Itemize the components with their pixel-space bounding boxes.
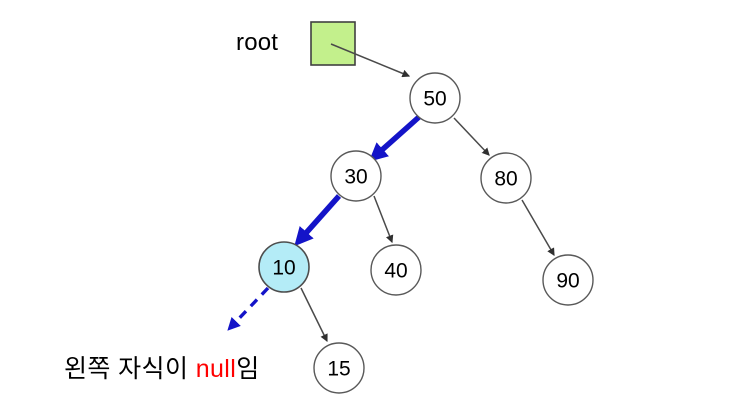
node-80-label: 80 xyxy=(494,168,517,191)
root-label: root xyxy=(236,29,279,56)
edge-10-to-null xyxy=(227,286,270,331)
node-90[interactable]: 90 xyxy=(542,254,594,306)
edge-30-to-40 xyxy=(373,195,394,244)
node-90-label: 90 xyxy=(556,270,579,293)
node-50[interactable]: 50 xyxy=(409,72,461,124)
caption-null-word: null xyxy=(195,355,237,383)
edge-30-to-10 xyxy=(294,194,342,247)
edge-80-to-90 xyxy=(521,199,555,257)
node-40[interactable]: 40 xyxy=(370,244,422,296)
node-15[interactable]: 15 xyxy=(313,342,365,394)
node-10[interactable]: 10 xyxy=(258,241,310,293)
caption-suffix: 임 xyxy=(236,355,260,383)
node-50-label: 50 xyxy=(423,88,446,111)
caption-null-left-child: 왼쪽 자식이 null임 xyxy=(64,349,260,385)
edge-50-to-80 xyxy=(453,117,490,156)
root-reference-box xyxy=(310,21,356,66)
caption-prefix: 왼쪽 자식이 xyxy=(64,355,196,383)
edge-10-to-15 xyxy=(300,287,328,343)
edge-50-to-30 xyxy=(368,114,421,162)
node-30[interactable]: 30 xyxy=(330,150,382,202)
node-10-label: 10 xyxy=(272,257,295,280)
node-80[interactable]: 80 xyxy=(480,152,532,204)
node-30-label: 30 xyxy=(344,166,367,189)
node-40-label: 40 xyxy=(384,260,407,283)
edge-root-to-50 xyxy=(330,43,411,78)
node-15-label: 15 xyxy=(327,358,350,381)
